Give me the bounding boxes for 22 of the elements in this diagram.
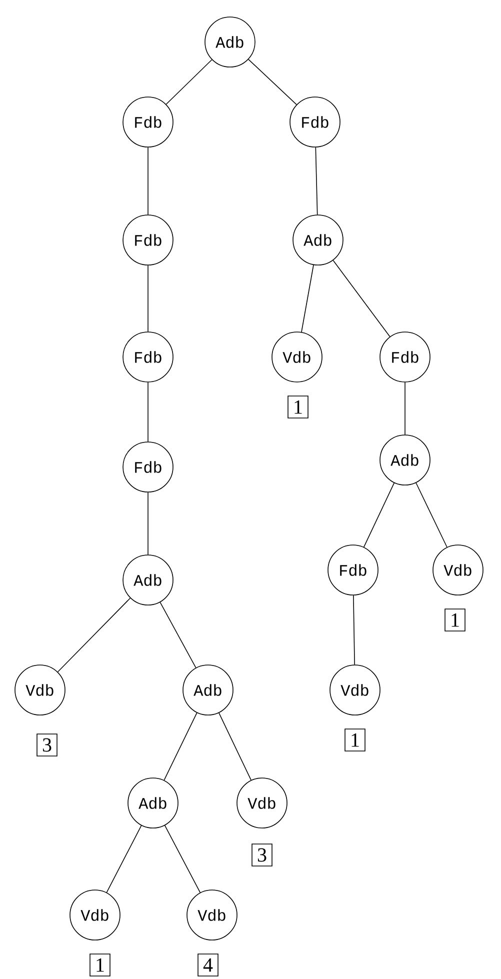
tree-edge [315,147,318,216]
number-box: 1 [288,396,308,418]
tree-edge [106,825,142,893]
number-box: 1 [90,954,110,976]
tree-edge [166,59,212,105]
tree-edge [363,482,395,548]
tree-edge [164,712,198,781]
tree-edge [416,482,448,548]
tree-edge [218,712,252,780]
tree-edge [332,260,390,338]
tree-edge [164,825,201,893]
tree-edge [160,602,196,668]
tree-edge [404,382,406,435]
tree-edge [248,59,297,105]
tree-edge [353,595,355,666]
number-box: 4 [198,954,218,976]
number-box: 3 [252,844,272,866]
number-box: 3 [36,734,58,756]
number-box: 1 [444,608,466,632]
tree-edge [57,598,131,672]
tree-edge [301,264,314,332]
number-box: 1 [344,728,366,752]
